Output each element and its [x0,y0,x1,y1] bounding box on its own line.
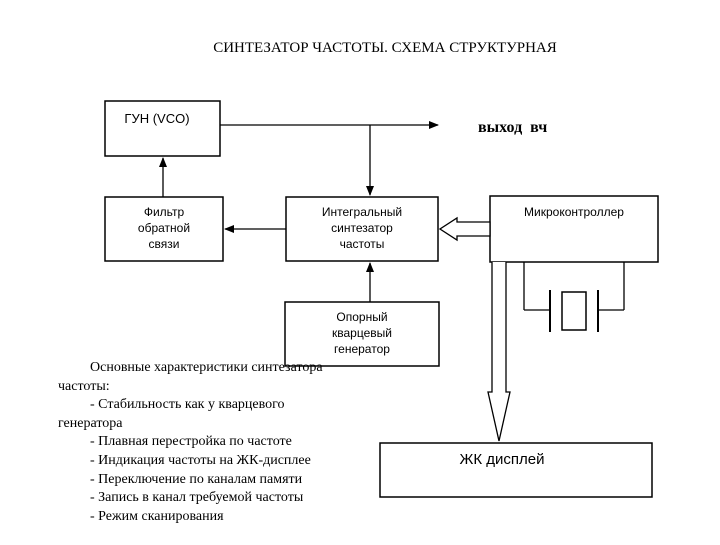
block-lcd-label: ЖК дисплей [460,451,545,468]
block-filter-label-3: связи [149,237,180,251]
block-microcontroller: Микроконтроллер [489,195,659,263]
list-item: - Запись в канал требуемой частоты [90,490,304,506]
block-ref-label-1: Опорный [336,310,387,324]
characteristics-list: Основные характеристики синтезатора част… [58,359,378,526]
block-vco: ГУН (VCO) [104,100,221,157]
rf-output-label: выход вч [478,119,547,136]
characteristics-heading-cont: частоты: [58,378,110,394]
block-synth-label-3: частоты [340,237,385,251]
list-item: - Стабильность как у кварцевого [90,397,285,413]
block-synth-label-1: Интегральный [322,205,402,219]
block-synth-label-2: синтезатор [331,221,393,235]
block-lcd-display: ЖК дисплей [379,442,653,498]
list-item: - Режим сканирования [90,508,224,524]
diagram-title: СИНТЕЗАТОР ЧАСТОТЫ. СХЕМА СТРУКТУРНАЯ [213,40,557,56]
block-vco-label: ГУН (VCO) [124,111,189,126]
block-filter-label-1: Фильтр [144,205,185,219]
list-item-cont: генератора [58,415,123,431]
list-item: - Индикация частоты на ЖК-дисплее [90,452,311,468]
block-filter-label-2: обратной [138,221,190,235]
crystal-resonator [523,262,625,332]
bus-arrow-mcu-to-synth [438,216,491,242]
block-reference-oscillator: Опорный кварцевый генератор [284,301,440,367]
block-feedback-filter: Фильтр обратной связи [104,196,224,262]
block-ref-label-2: кварцевый [332,326,392,340]
block-mcu-label: Микроконтроллер [524,205,624,219]
block-ref-label-3: генератор [334,342,390,356]
list-item: - Плавная перестройка по частоте [90,434,292,450]
block-synthesizer: Интегральный синтезатор частоты [285,196,439,262]
bus-arrow-mcu-to-lcd [487,262,511,442]
list-item: - Переключение по каналам памяти [90,471,303,487]
characteristics-heading: Основные характеристики синтезатора [90,360,323,375]
